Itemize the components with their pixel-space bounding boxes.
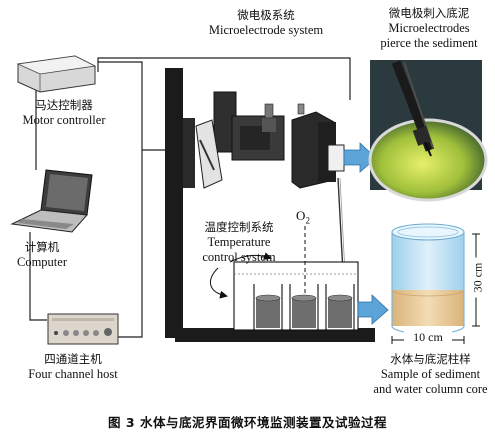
sample-arrow	[357, 294, 389, 325]
o2-symbol: O	[296, 208, 306, 223]
microelectrode-system-label: 微电极系统 Microelectrode system	[196, 8, 336, 38]
computer-cn: 计算机	[24, 240, 60, 254]
micromanipulator	[195, 91, 347, 293]
callout-arrow	[343, 142, 377, 173]
sample-en-1: Sample of sediment	[380, 367, 481, 381]
beaker-1	[253, 284, 283, 331]
pierce-en-2: pierce the sediment	[380, 36, 478, 50]
beaker-2	[289, 284, 319, 331]
computer-label: 计算机 Computer	[2, 240, 82, 270]
temperature-arrows	[210, 252, 272, 299]
pierce-en-1: Microelectrodes	[388, 21, 470, 35]
host-en: Four channel host	[28, 367, 118, 381]
pierce-cn: 微电极刺入底泥	[388, 6, 470, 20]
host-cn: 四通道主机	[44, 352, 102, 366]
o2-label: O2	[288, 208, 318, 229]
dim-width-label: 10 cm	[404, 330, 452, 345]
dim-height-label: 30 cm	[470, 257, 486, 298]
motor-controller-en: Motor controller	[22, 113, 106, 127]
microelectrode-photo	[368, 60, 488, 202]
motor-controller-device	[16, 55, 97, 93]
sample-core	[391, 223, 465, 335]
computer-device	[10, 169, 93, 233]
pierce-label: 微电极刺入底泥 Microelectrodes pierce the sedim…	[365, 6, 493, 51]
sample-en-2: and water column core	[373, 382, 488, 396]
temperature-cn: 温度控制系统	[204, 220, 274, 234]
sample-cn: 水体与底泥柱样	[390, 352, 471, 366]
figure-caption: 图 3 水体与底泥界面微环境监测装置及试验过程	[108, 415, 387, 430]
computer-en: Computer	[17, 255, 67, 269]
four-channel-host-device	[47, 313, 119, 345]
temperature-en-2: control system	[202, 250, 276, 264]
motor-controller-cn: 马达控制器	[35, 98, 93, 112]
stand-frame	[165, 68, 375, 342]
microelectrode-system-en: Microelectrode system	[208, 23, 324, 37]
o2-subscript: 2	[305, 215, 310, 226]
sample-label: 水体与底泥柱样 Sample of sediment and water col…	[368, 352, 493, 397]
beakers	[253, 284, 355, 331]
microelectrode-system-cn: 微电极系统	[237, 8, 295, 22]
host-label: 四通道主机 Four channel host	[8, 352, 138, 382]
motor-controller-label: 马达控制器 Motor controller	[4, 98, 124, 128]
temperature-en-1: Temperature	[207, 235, 271, 249]
temperature-label: 温度控制系统 Temperature control system	[184, 220, 294, 265]
beaker-3	[325, 284, 355, 331]
